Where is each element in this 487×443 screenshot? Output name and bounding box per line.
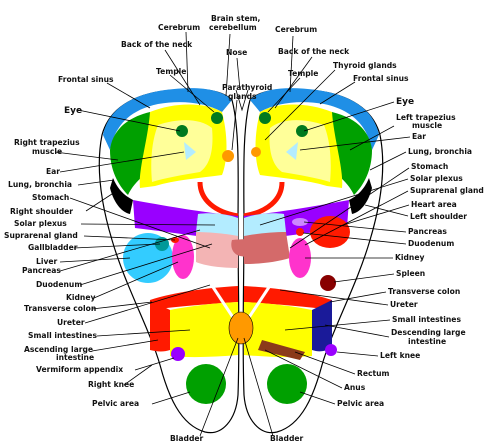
label-appendix: Vermiform appendix [36, 365, 123, 374]
label-lung-left: Lung, bronchia [8, 180, 72, 189]
label-small-int-right: Small intestines [392, 315, 461, 324]
label-pancreas-right: Pancreas [408, 227, 447, 236]
left-eye-dot [176, 125, 188, 137]
label-heart: Heart area [411, 200, 457, 209]
label-back-neck-right: Back of the neck [278, 47, 350, 56]
label-eye-right: Eye [396, 97, 414, 107]
label-brain-stem: Brain stem,cerebellum [209, 14, 261, 32]
label-kidney-right: Kidney [395, 253, 424, 262]
label-brain-stem-2: cerebellum [209, 23, 257, 32]
label-liver: Liver [36, 257, 58, 266]
label-right-knee: Right knee [88, 380, 134, 389]
label-descending-1: Descending large [391, 328, 466, 337]
label-ear-right: Ear [412, 132, 426, 141]
label-temple-right: Temple [288, 69, 318, 78]
label-stomach-left: Stomach [32, 193, 69, 202]
label-parathyroid-2: glands [228, 92, 257, 101]
bladder-zone [229, 312, 253, 344]
left-knee-zone [325, 344, 337, 356]
spleen-zone [320, 275, 336, 291]
right-pelvic-zone [267, 364, 307, 404]
label-transverse-left: Transverse colon [24, 304, 96, 313]
label-thyroid: Thyroid glands [333, 61, 397, 70]
right-eye-dot [296, 125, 308, 137]
label-stomach-right: Stomach [411, 162, 448, 171]
label-suprarenal-right: Suprarenal gland [410, 186, 484, 195]
label-suprarenal-left: Suprarenal gland [4, 231, 78, 240]
label-frontal-left: Frontal sinus [58, 75, 114, 84]
label-ureter-right: Ureter [390, 300, 418, 309]
label-back-neck-left: Back of the neck [121, 40, 193, 49]
label-brain-stem-1: Brain stem, [211, 14, 261, 23]
duodenum-zone [296, 228, 304, 236]
parathyroid-marker [222, 150, 234, 162]
label-spleen: Spleen [396, 269, 425, 278]
label-rectum: Rectum [357, 369, 390, 378]
label-trapezius-left-1: Right trapezius [14, 138, 80, 147]
label-cerebrum-left: Cerebrum [158, 23, 200, 32]
right-foot [243, 88, 383, 432]
lead-left-knee [337, 352, 378, 356]
parathyroid-right [251, 147, 261, 157]
label-trapezius-left: Right trapeziusmuscle [14, 138, 80, 156]
label-cerebrum-right: Cerebrum [275, 25, 317, 34]
label-bladder-left: Bladder [170, 434, 204, 443]
label-small-int-left: Small intestines [28, 331, 97, 340]
label-shoulder-left: Right shoulder [10, 207, 73, 216]
label-eye-left: Eye [64, 106, 82, 116]
label-anus: Anus [344, 383, 366, 392]
label-pancreas-left: Pancreas [22, 266, 61, 275]
label-solar-left: Solar plexus [14, 219, 67, 228]
left-temple-dot [211, 112, 223, 124]
label-nose: Nose [226, 48, 247, 57]
label-ear-left: Ear [46, 167, 60, 176]
label-pelvic-left: Pelvic area [92, 399, 139, 408]
label-kidney-left: Kidney [66, 293, 95, 302]
label-parathyroid-1: Parathyroid [222, 83, 272, 92]
label-shoulder-right: Left shoulder [410, 212, 467, 221]
right-temple-dot [259, 112, 271, 124]
label-left-knee: Left knee [380, 351, 420, 360]
label-descending-2: intestine [408, 337, 446, 346]
label-pelvic-right: Pelvic area [337, 399, 384, 408]
label-solar-right: Solar plexus [410, 174, 463, 183]
label-ureter-left: Ureter [57, 318, 85, 327]
label-duodenum-right: Duodenum [408, 239, 454, 248]
label-frontal-right: Frontal sinus [353, 74, 409, 83]
label-gallbladder: Gallbladder [28, 243, 78, 252]
label-lung-right: Lung, bronchia [408, 147, 472, 156]
label-bladder-right: Bladder [270, 434, 304, 443]
label-transverse-right: Transverse colon [388, 287, 460, 296]
appendix-zone [171, 347, 185, 361]
label-trapezius-right-2: muscle [412, 121, 442, 130]
label-temple-left: Temple [156, 67, 186, 76]
label-ascending-2: intestine [56, 353, 94, 362]
label-trapezius-left-2: muscle [32, 147, 62, 156]
left-stomach-area [196, 232, 238, 268]
label-descending: Descending largeintestine [391, 328, 466, 346]
label-duodenum-left: Duodenum [36, 280, 82, 289]
lead-ascending [92, 340, 158, 351]
